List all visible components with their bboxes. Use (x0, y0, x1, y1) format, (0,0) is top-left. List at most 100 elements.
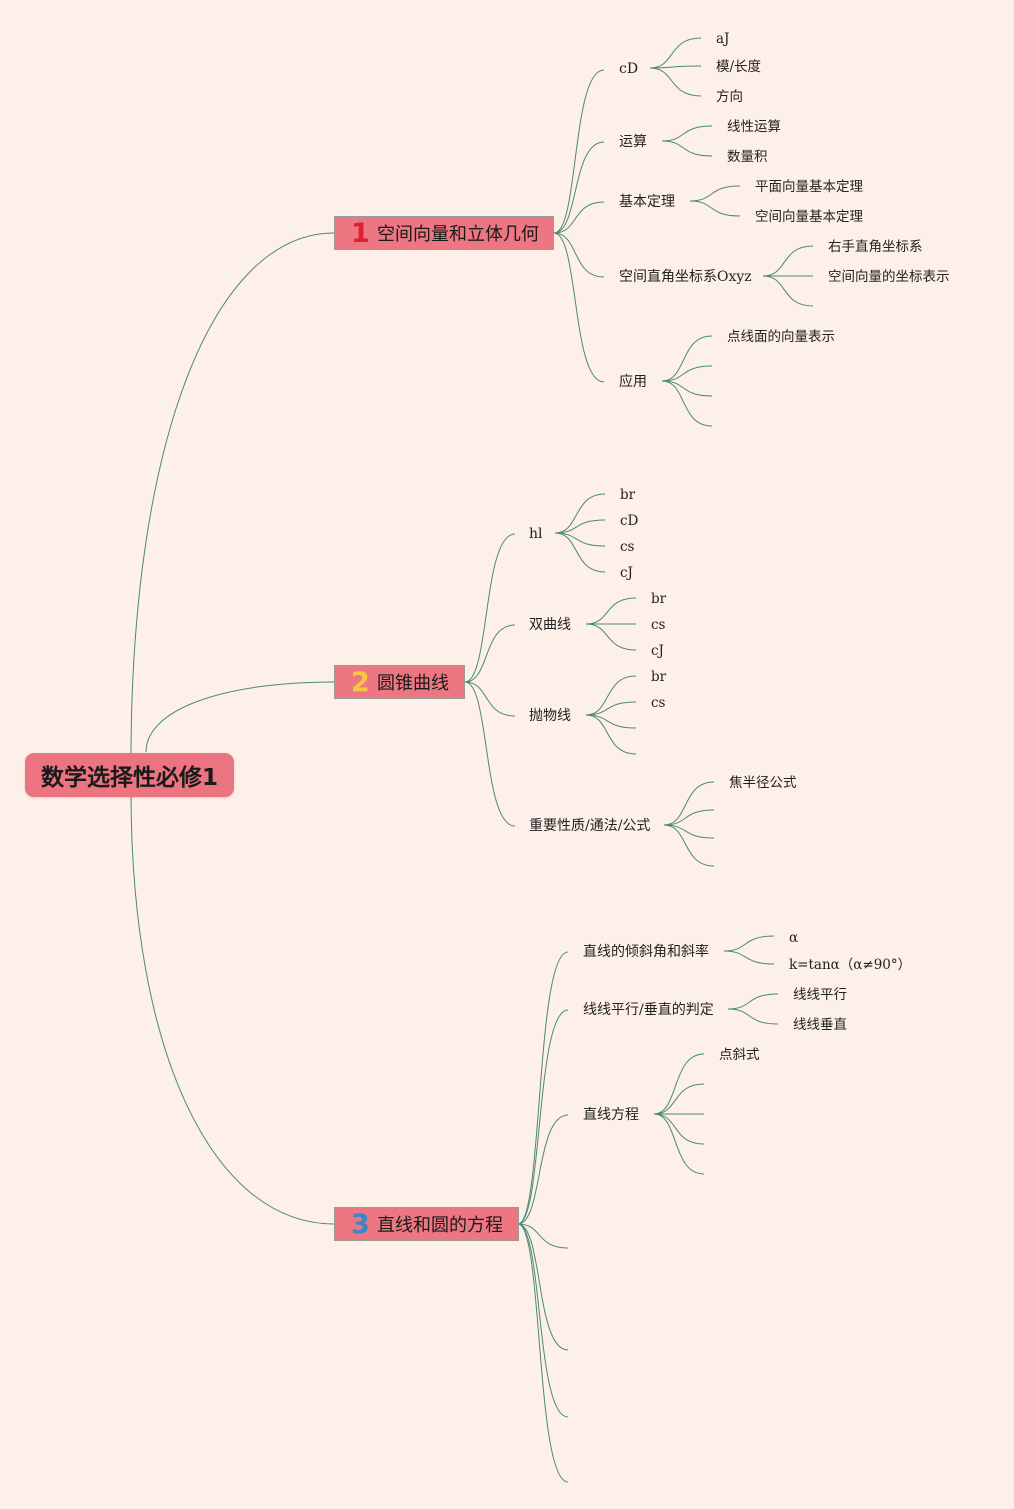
leaf-node[interactable]: 右手直角坐标系 (828, 239, 923, 255)
topic-node[interactable]: 应用 (619, 374, 647, 390)
leaf-node[interactable]: cs (620, 539, 635, 555)
leaf-connector (663, 824, 715, 867)
leaf-connector (723, 935, 775, 952)
root-node[interactable]: 数学选择性必修1 (25, 753, 234, 797)
leaf-connector (585, 714, 637, 729)
leaf-connector (663, 781, 715, 826)
leaf-connector (661, 335, 713, 382)
leaf-connector (727, 1008, 779, 1025)
leaf-connector (554, 519, 606, 534)
leaf-node[interactable]: 点斜式 (719, 1047, 760, 1063)
leaf-connector (585, 675, 637, 716)
leaf-connector (649, 37, 702, 69)
root-connector (130, 232, 335, 761)
leaf-connector (689, 200, 741, 217)
leaf-node[interactable]: aJ (716, 31, 730, 47)
leaf-node[interactable]: cJ (620, 565, 633, 581)
leaf-node[interactable]: br (651, 591, 667, 607)
leaf-node[interactable]: 空间向量的坐标表示 (828, 269, 950, 285)
leaf-node[interactable]: 方向 (716, 89, 743, 105)
root-connector (130, 791, 335, 1225)
branch-number-2: 2 (351, 667, 370, 698)
leaf-node[interactable]: br (620, 487, 636, 503)
leaf-connector (585, 701, 637, 716)
leaf-connector (585, 597, 637, 625)
leaf-node[interactable]: α (789, 930, 799, 946)
leaf-node[interactable]: br (651, 669, 667, 685)
leaf-node[interactable]: 平面向量基本定理 (755, 179, 863, 195)
leaf-connector (663, 824, 715, 839)
leaf-node[interactable]: cD (620, 513, 639, 529)
topic-node[interactable]: 运算 (619, 134, 647, 150)
leaf-connector (653, 1083, 705, 1115)
branch-number-3: 3 (351, 1209, 370, 1240)
leaf-connector (653, 1053, 705, 1115)
branch-number-1: 1 (351, 218, 370, 249)
leaf-connector (661, 125, 713, 142)
connector-line (517, 1223, 569, 1249)
leaf-connector (689, 185, 741, 202)
connector-line (464, 533, 516, 683)
branch-label: 空间向量和立体几何 (377, 224, 539, 245)
connector-line (464, 681, 516, 827)
topic-node[interactable]: cD (619, 61, 639, 77)
branch-node-2[interactable]: 2 圆锥曲线 (334, 665, 465, 699)
leaf-node[interactable]: 线线平行 (793, 987, 847, 1003)
branch-node-1[interactable]: 1 空间向量和立体几何 (334, 216, 554, 250)
topic-node[interactable]: 空间直角坐标系Oxyz (619, 269, 752, 285)
leaf-connector (649, 67, 702, 97)
topic-node[interactable]: 抛物线 (529, 708, 571, 724)
topic-node[interactable]: 直线方程 (583, 1107, 639, 1123)
leaf-node[interactable]: 模/长度 (716, 59, 762, 75)
leaf-node[interactable]: cs (651, 617, 666, 633)
connector-line (517, 1009, 569, 1225)
leaf-node[interactable]: 焦半径公式 (729, 775, 797, 791)
leaf-connector (661, 365, 713, 382)
topic-node[interactable]: hl (529, 526, 543, 542)
leaf-node[interactable]: 线线垂直 (793, 1017, 847, 1033)
leaf-node[interactable]: 数量积 (727, 149, 768, 165)
connector-line (517, 1114, 569, 1225)
leaf-connector (661, 380, 713, 397)
leaf-connector (554, 532, 606, 573)
leaf-connector (653, 1113, 705, 1175)
leaf-node[interactable]: 点线面的向量表示 (727, 329, 835, 345)
connector-line (517, 1223, 569, 1483)
branch-label: 直线和圆的方程 (377, 1215, 503, 1236)
leaf-connector (649, 65, 702, 69)
connector-line (553, 232, 605, 278)
leaf-connector (762, 275, 814, 307)
leaf-connector (762, 245, 814, 277)
connector-line (464, 681, 516, 717)
leaf-connector (723, 950, 775, 965)
connector-line (517, 951, 569, 1225)
root-connector (145, 681, 335, 753)
leaf-connector (661, 140, 713, 157)
leaf-node[interactable]: 线性运算 (727, 119, 781, 135)
topic-node[interactable]: 线线平行/垂直的判定 (583, 1002, 714, 1018)
leaf-node[interactable]: 空间向量基本定理 (755, 209, 863, 225)
leaf-connector (585, 714, 637, 755)
connector-line (553, 69, 605, 234)
leaf-connector (727, 993, 779, 1010)
leaf-connector (585, 623, 637, 651)
connector-line (553, 201, 605, 234)
branch-node-3[interactable]: 3 直线和圆的方程 (334, 1207, 519, 1241)
leaf-connector (661, 380, 713, 427)
leaf-connector (554, 493, 606, 534)
leaf-node[interactable]: cs (651, 695, 666, 711)
topic-node[interactable]: 双曲线 (529, 617, 571, 633)
connector-line (517, 1223, 569, 1351)
connector-line (464, 624, 516, 683)
topic-node[interactable]: 重要性质/通法/公式 (529, 818, 651, 834)
topic-node[interactable]: 基本定理 (619, 194, 675, 210)
connector-line (553, 141, 605, 234)
leaf-connector (663, 809, 715, 826)
leaf-connector (554, 532, 606, 547)
leaf-node[interactable]: k=tanα（α≠90°） (789, 957, 912, 973)
leaf-node[interactable]: cJ (651, 643, 664, 659)
leaf-connector (653, 1113, 705, 1145)
topic-node[interactable]: 直线的倾斜角和斜率 (583, 944, 709, 960)
